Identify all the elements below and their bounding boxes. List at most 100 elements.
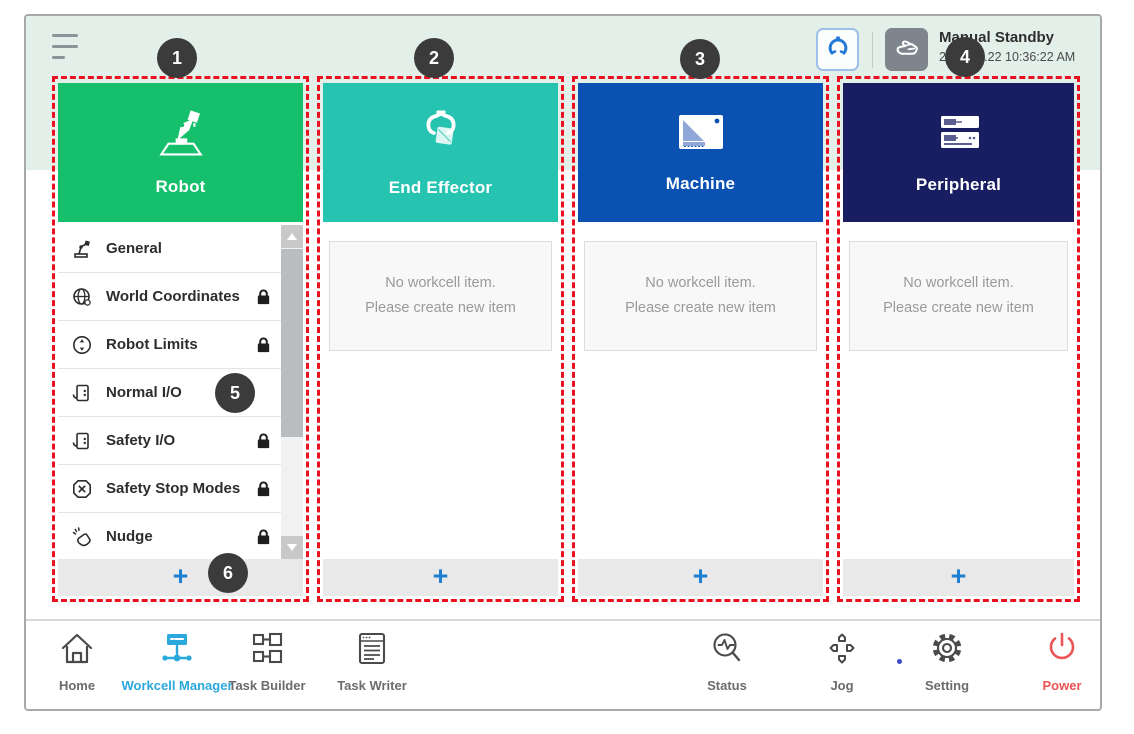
topbar-divider [872,32,873,68]
io-icon [70,381,94,405]
robot-list-scrollbar[interactable] [281,225,303,559]
machine-category-label: Machine [665,174,736,193]
cursor-dot [897,659,902,664]
nav-label: Workcell Manager [121,678,233,693]
machine-icon [673,111,729,160]
gear-icon [928,631,966,672]
nav-label: Status [707,678,747,693]
app-window: Manual Standby 2022.12.22 10:36:22 AM Ro… [24,14,1102,711]
peripheral-add-item-button[interactable]: + [843,559,1074,596]
peripheral-empty-state: No workcell item. Please create new item [849,241,1068,351]
scroll-down-button[interactable] [281,536,303,559]
jog-dpad-icon [823,631,861,672]
list-item-label: Safety Stop Modes [106,480,241,497]
nav-label: Task Writer [337,678,407,693]
nav-power[interactable]: Power [997,631,1100,693]
list-item-label: Nudge [106,528,153,545]
robot-arm-icon [152,108,210,163]
power-icon [1043,631,1081,672]
scrollbar-thumb[interactable] [281,249,303,437]
globe-icon [70,285,94,309]
annotation-badge-1: 1 [157,38,197,78]
workcell-manager-icon [158,631,196,672]
annotation-badge-5: 5 [215,373,255,413]
home-icon [58,631,96,672]
nav-label: Setting [924,678,970,693]
list-item-safety-stop-modes[interactable]: Safety Stop Modes [58,465,303,513]
nav-home[interactable]: Home [26,631,142,693]
machine-empty-state: No workcell item. Please create new item [584,241,817,351]
nav-label: Jog [830,678,854,693]
empty-state-line2: Please create new item [365,300,516,316]
peripheral-category-label: Peripheral [915,175,1002,194]
gripper-tool-button[interactable] [816,28,859,71]
robot-category-label: Robot [155,177,206,196]
io-icon [70,429,94,453]
lock-icon [256,336,271,353]
gripper-claw-icon [414,107,468,164]
nav-label: Task Builder [228,678,306,693]
gripper-icon [823,32,853,67]
end-effector-add-item-button[interactable]: + [323,559,558,596]
peripheral-server-icon [933,110,985,161]
bottom-navigation-bar: Home Workcell Manager [26,619,1100,709]
empty-state-line1: No workcell item. [385,274,496,291]
list-item-robot-limits[interactable]: Robot Limits [58,321,303,369]
workcell-column-peripheral: Peripheral No workcell item. Please crea… [837,76,1080,602]
task-builder-icon [248,631,286,672]
list-item-label: World Coordinates [106,288,240,305]
peripheral-category-header[interactable]: Peripheral [843,83,1074,222]
list-item-label: General [106,240,162,257]
annotation-badge-4: 4 [945,37,985,77]
plus-icon: + [950,560,967,591]
annotation-badge-3: 3 [680,39,720,79]
list-item-safety-io[interactable]: Safety I/O [58,417,303,465]
plus-icon: + [692,560,709,591]
workcell-column-robot: Robot General [52,76,309,602]
nudge-hand-icon [70,525,94,549]
stop-octagon-icon [70,477,94,501]
workcell-column-machine: Machine No workcell item. Please create … [572,76,829,602]
manual-mode-button[interactable] [885,28,928,71]
list-item-general[interactable]: General [58,225,303,273]
list-item-label: Safety I/O [106,432,176,449]
machine-add-item-button[interactable]: + [578,559,823,596]
annotation-badge-2: 2 [414,38,454,78]
list-item-nudge[interactable]: Nudge [58,513,303,559]
lock-icon [256,528,271,545]
lock-icon [256,432,271,449]
empty-state-line1: No workcell item. [645,274,756,291]
end-effector-category-label: End Effector [388,178,493,197]
workcell-column-end-effector: End Effector No workcell item. Please cr… [317,76,564,602]
plus-icon: + [172,560,189,591]
lock-icon [256,480,271,497]
nav-workcell-manager[interactable]: Workcell Manager [112,631,242,693]
nav-jog[interactable]: Jog [777,631,907,693]
robot-add-item-button[interactable]: + [58,559,303,596]
machine-category-header[interactable]: Machine [578,83,823,222]
robot-category-header[interactable]: Robot [58,83,303,222]
list-item-label: Robot Limits [106,336,198,353]
scroll-up-button[interactable] [281,225,303,248]
list-item-normal-io[interactable]: Normal I/O [58,369,303,417]
hand-icon [892,32,922,67]
nav-status[interactable]: Status [662,631,792,693]
end-effector-category-header[interactable]: End Effector [323,83,558,222]
empty-state-line2: Please create new item [625,300,776,316]
plus-icon: + [432,560,449,591]
limits-icon [70,333,94,357]
hamburger-menu-icon[interactable] [52,34,80,64]
nav-task-writer[interactable]: Task Writer [307,631,437,693]
triangle-down-icon [287,544,297,551]
nav-task-builder[interactable]: Task Builder [202,631,332,693]
empty-state-line2: Please create new item [883,300,1034,316]
nav-label: Home [58,678,96,693]
task-writer-icon [353,631,391,672]
nav-setting[interactable]: Setting [882,631,1012,693]
list-item-label: Normal I/O [106,384,182,401]
list-item-world-coordinates[interactable]: World Coordinates [58,273,303,321]
end-effector-empty-state: No workcell item. Please create new item [329,241,552,351]
annotation-badge-6: 6 [208,553,248,593]
nav-label: Power [1042,678,1082,693]
empty-state-line1: No workcell item. [903,274,1014,291]
